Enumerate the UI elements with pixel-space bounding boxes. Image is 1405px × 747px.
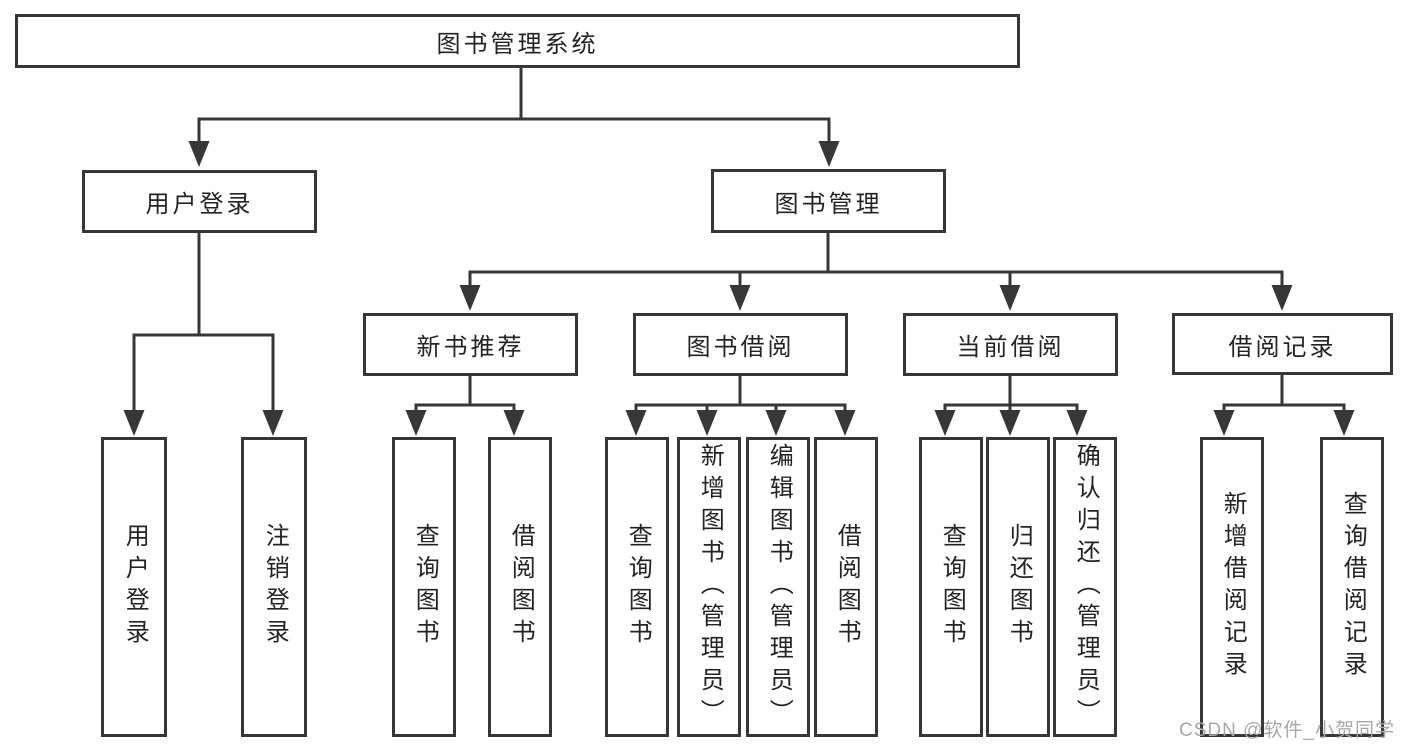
node-book-management: 图书管理 — [711, 169, 946, 233]
node-label: 借阅图书 — [507, 523, 535, 651]
node-label: 借阅图书 — [833, 523, 861, 651]
node-label: 新增图书（管理员） — [696, 443, 724, 731]
node-label: 查询图书 — [624, 523, 652, 651]
leaf-logout: 注销登录 — [241, 437, 307, 737]
node-label: 查询借阅记录 — [1339, 491, 1367, 683]
node-label: 注销登录 — [261, 523, 289, 651]
node-label: 查询图书 — [411, 523, 439, 651]
node-user-login: 用户登录 — [82, 170, 317, 233]
node-label: 图书管理系统 — [436, 30, 599, 58]
node-book-borrowing: 图书借阅 — [633, 313, 848, 376]
node-label: 用户登录 — [121, 523, 149, 651]
leaf-records-add-record: 新增借阅记录 — [1200, 437, 1264, 737]
node-label: 图书管理 — [774, 190, 883, 218]
leaf-newbook-query-books: 查询图书 — [392, 437, 456, 737]
node-library-management-system: 图书管理系统 — [15, 14, 1020, 68]
leaf-records-query-record: 查询借阅记录 — [1320, 437, 1384, 737]
arrow-heads — [123, 141, 1355, 436]
csdn-watermark: CSDN @软件_小贺同学 — [1179, 720, 1395, 741]
node-current-borrowing: 当前借阅 — [903, 313, 1118, 376]
node-label: 用户登录 — [145, 191, 254, 218]
node-label: 新书推荐 — [416, 334, 525, 361]
node-label: 确认归还（管理员） — [1072, 443, 1100, 731]
leaf-newbook-borrow-books: 借阅图书 — [488, 437, 552, 737]
node-borrowing-records: 借阅记录 — [1172, 313, 1393, 375]
leaf-borrow-borrow-books: 借阅图书 — [814, 437, 878, 737]
node-label: 编辑图书（管理员） — [765, 443, 793, 731]
node-label: 借阅记录 — [1228, 333, 1337, 361]
leaf-borrow-add-books-admin: 新增图书（管理员） — [677, 437, 741, 737]
leaf-user-login: 用户登录 — [101, 437, 167, 737]
leaf-current-query-books: 查询图书 — [919, 437, 983, 737]
node-label: 归还图书 — [1005, 523, 1033, 651]
leaf-borrow-edit-books-admin: 编辑图书（管理员） — [746, 437, 810, 737]
leaf-borrow-query-books: 查询图书 — [605, 437, 669, 737]
leaf-current-confirm-return-admin: 确认归还（管理员） — [1053, 437, 1117, 737]
node-label: 当前借阅 — [956, 334, 1065, 361]
node-label: 图书借阅 — [686, 334, 795, 361]
node-label: 新增借阅记录 — [1219, 491, 1247, 683]
node-new-book-recommendation: 新书推荐 — [363, 313, 578, 376]
leaf-current-return-books: 归还图书 — [986, 437, 1050, 737]
node-label: 查询图书 — [938, 523, 966, 651]
